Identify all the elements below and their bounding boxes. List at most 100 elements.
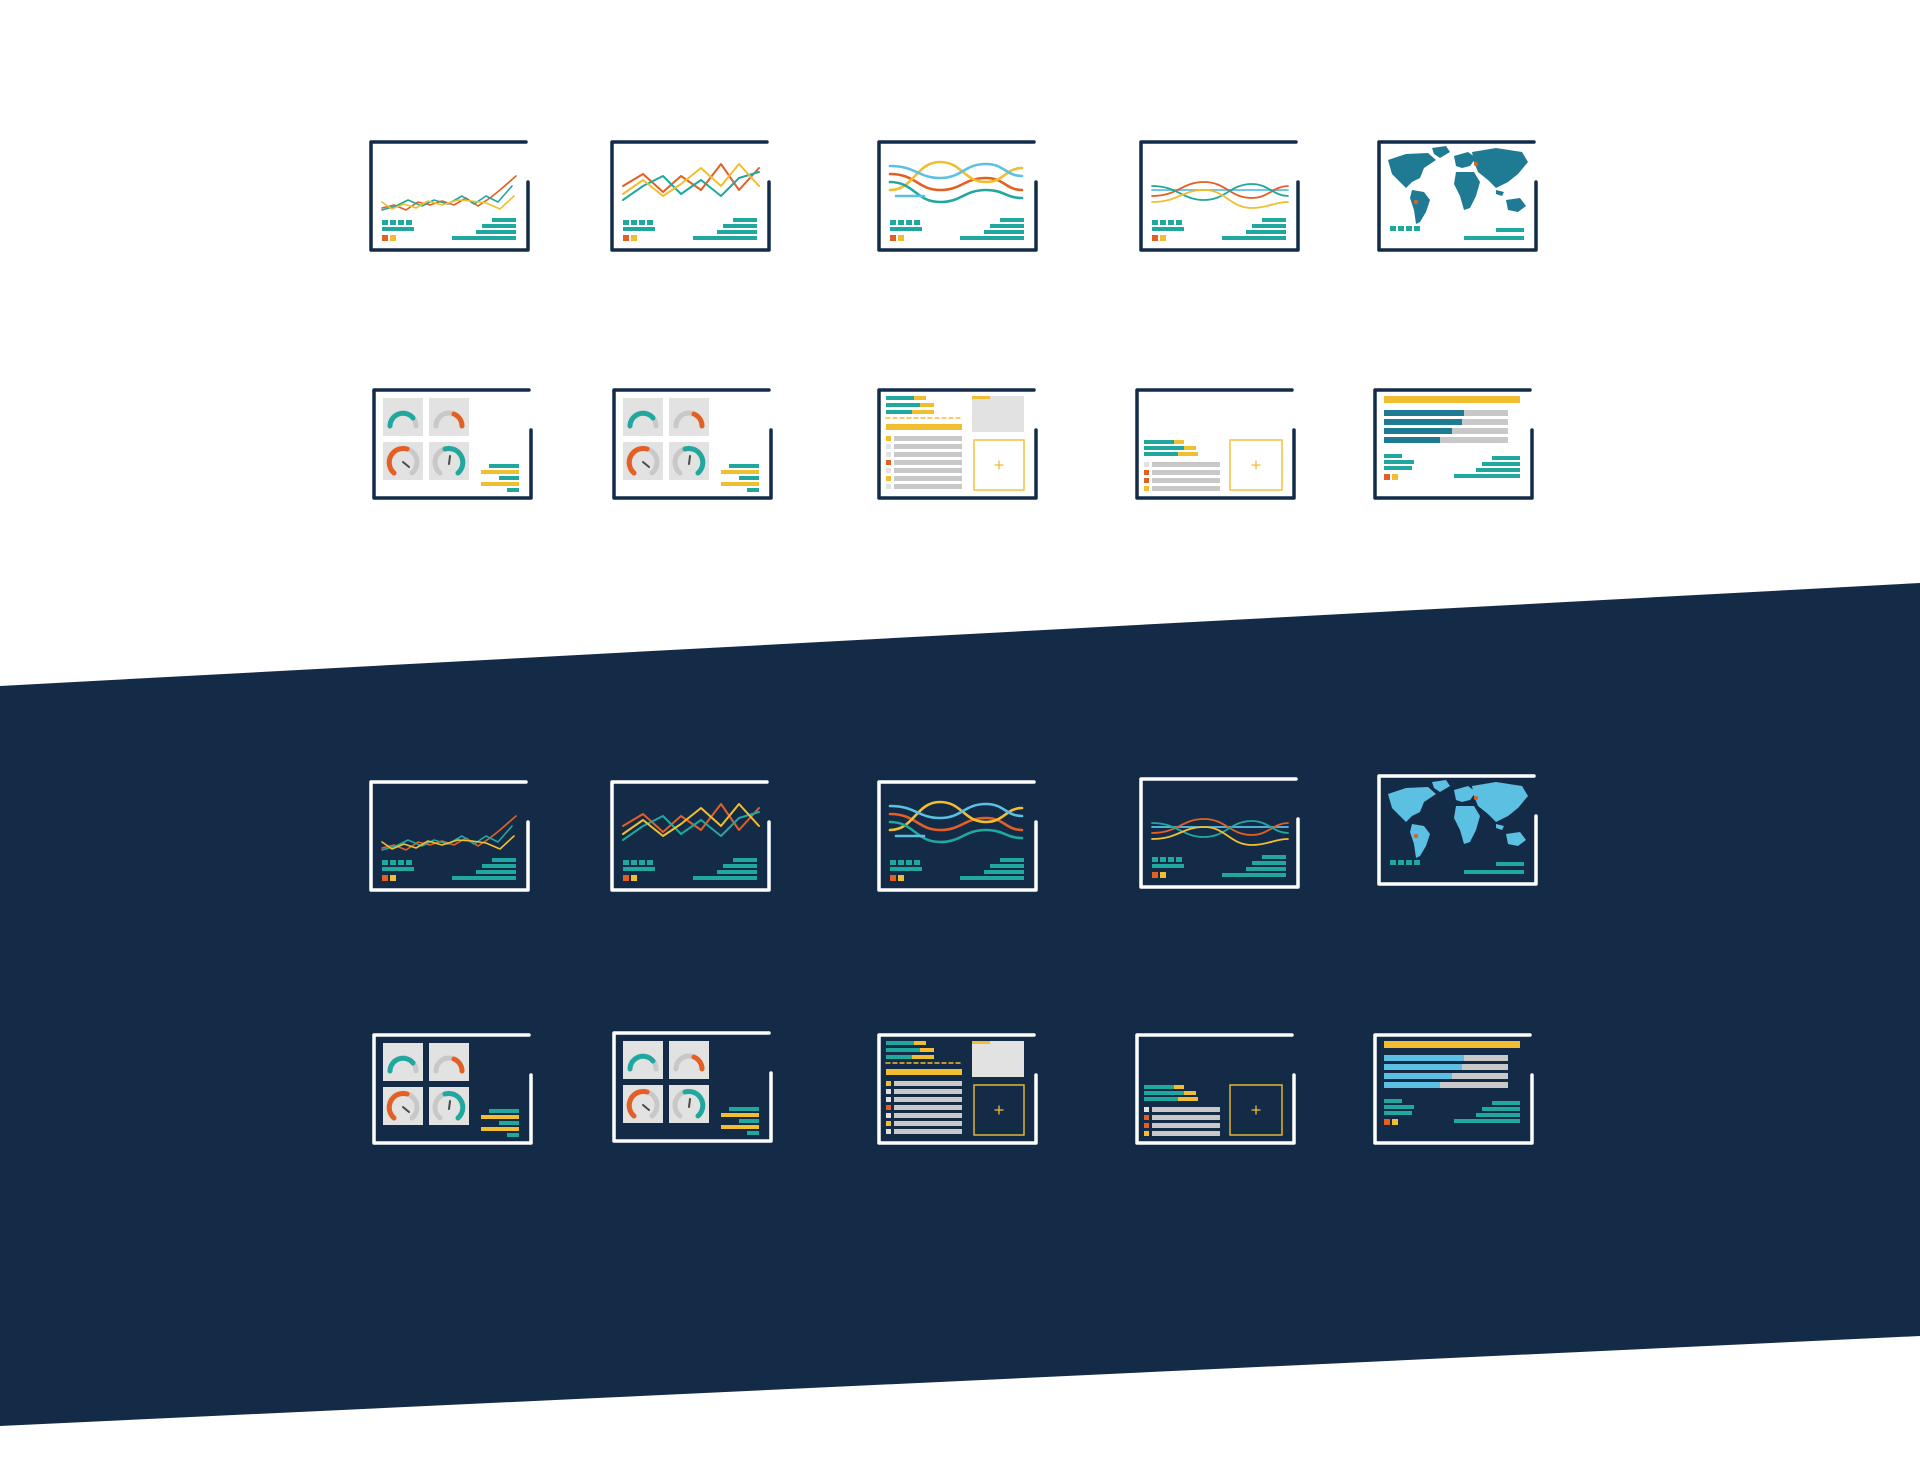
legend-square [1176, 857, 1182, 862]
legend-line [481, 470, 519, 474]
highlight-bar [886, 1069, 962, 1075]
legend-square [382, 860, 388, 865]
gauge-needle [448, 455, 451, 465]
bar [1174, 440, 1184, 444]
legend-line [1454, 1119, 1520, 1123]
legend-line [489, 1109, 519, 1113]
legend-line [481, 482, 519, 486]
legend-line [476, 870, 516, 874]
continent-asia [1472, 782, 1528, 822]
dark-band [0, 583, 1920, 1426]
legend-line [482, 864, 516, 868]
gauge-value-arc [387, 1055, 416, 1074]
legend-square [398, 220, 404, 225]
icon-frame [372, 1033, 533, 1145]
legend-line [729, 464, 759, 468]
legend-line [729, 1107, 759, 1111]
icon-frame [369, 780, 530, 892]
legend-line [1482, 462, 1520, 466]
legend-line [693, 876, 757, 880]
series-line [1151, 189, 1289, 209]
gauge-tile [623, 398, 663, 436]
row-marker [886, 484, 891, 489]
gauge-tile [429, 398, 469, 436]
list-row [1152, 478, 1220, 483]
legend-square [914, 220, 920, 225]
legend-line [499, 476, 519, 480]
add-icon [1251, 1105, 1261, 1115]
add-panel-box [1229, 439, 1283, 491]
bar-add-panel-icon [1135, 1033, 1296, 1145]
summary-bar [886, 1055, 912, 1059]
continent-europe [1454, 786, 1476, 802]
legend-line [476, 230, 516, 234]
map-marker [1413, 833, 1419, 839]
gauge-value-arc [387, 410, 416, 429]
add-icon [994, 1105, 1004, 1115]
icon-frame [612, 388, 773, 500]
list-row [894, 436, 962, 441]
legend-square [647, 220, 653, 225]
series-line [1151, 183, 1289, 201]
legend-swatch-yellow [1392, 1119, 1398, 1125]
legend-square [1414, 860, 1420, 865]
bump-chart-icon [877, 140, 1038, 252]
legend-line [481, 1127, 519, 1131]
legend-square [906, 220, 912, 225]
series-line [381, 835, 515, 850]
continent-australia [1506, 832, 1526, 846]
legend-line [990, 864, 1024, 868]
series-line [381, 195, 515, 210]
legend-line [1476, 468, 1520, 472]
bar [1174, 1085, 1184, 1089]
continent-south-america [1410, 190, 1430, 224]
series-line [888, 812, 1024, 832]
icon-frame [610, 140, 771, 252]
legend-line [1496, 228, 1524, 232]
legend-line [747, 488, 759, 492]
legend-swatch-yellow [1160, 235, 1166, 241]
row-marker [886, 1129, 891, 1134]
legend-line [693, 236, 757, 240]
series-line [888, 800, 1024, 832]
icon-frame [612, 1031, 773, 1143]
legend-line [1496, 862, 1524, 866]
list-row [894, 444, 962, 449]
line-chart-icon [369, 780, 530, 892]
legend-square [382, 220, 388, 225]
legend-square [1414, 226, 1420, 231]
legend-line [492, 858, 516, 862]
icon-frame [1135, 388, 1296, 500]
add-panel-box [1229, 1084, 1283, 1136]
legend-line [733, 218, 757, 222]
icon-frame [877, 140, 1038, 252]
legend-swatch-yellow [898, 875, 904, 881]
list-row [894, 460, 962, 465]
legend-swatch-orange [1384, 1119, 1390, 1125]
legend-line [960, 236, 1024, 240]
legend-swatch-orange [623, 235, 629, 241]
summary-bar [886, 403, 920, 407]
gauge-value-arc [682, 1089, 706, 1119]
legend-square [1398, 860, 1404, 865]
legend-line [1384, 1105, 1414, 1109]
continent-europe [1454, 152, 1476, 168]
legend-line [984, 230, 1024, 234]
bar-track [1384, 1082, 1508, 1088]
icon-frame [1139, 777, 1300, 889]
list-row [1152, 1123, 1220, 1128]
row-marker [886, 476, 891, 481]
series-line [381, 825, 513, 851]
list-row [894, 468, 962, 473]
list-row [894, 1105, 962, 1110]
gauge-value-arc [451, 1056, 465, 1074]
gauge-tile [669, 398, 709, 436]
zigzag-chart-icon [610, 140, 771, 252]
icon-frame [610, 780, 771, 892]
legend-line [723, 864, 757, 868]
legend-line [739, 476, 759, 480]
list-row [1152, 1115, 1220, 1120]
series-line [622, 803, 760, 837]
bar-value [1384, 1082, 1440, 1088]
gauge-needle [402, 461, 410, 468]
